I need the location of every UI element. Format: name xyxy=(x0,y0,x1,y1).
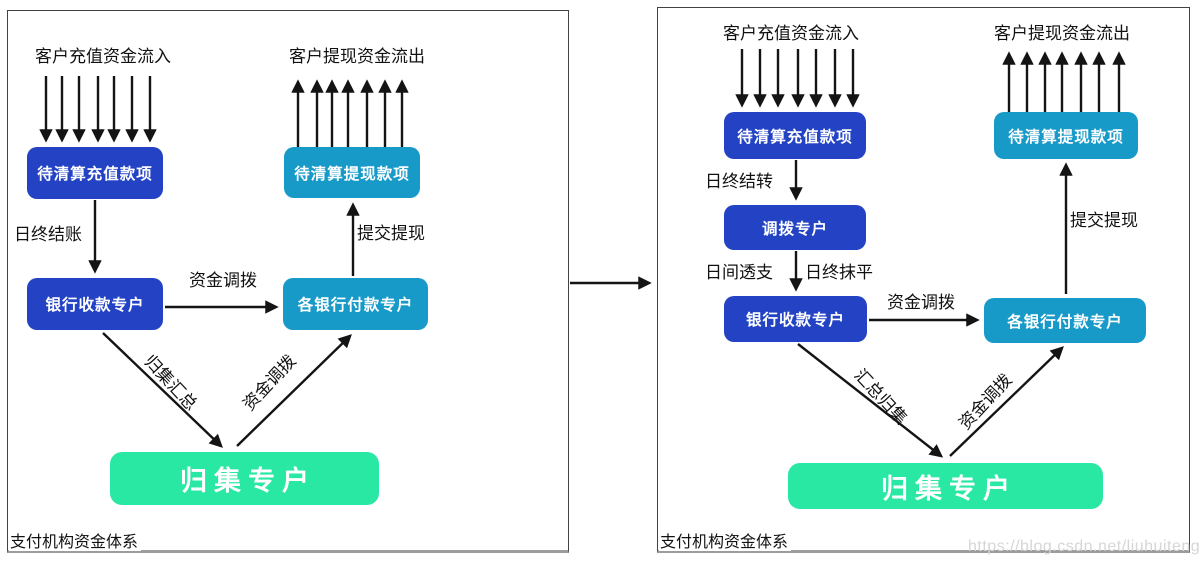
right-day-end-flatten-label: 日终抹平 xyxy=(805,263,873,282)
right-outflow-label: 客户提现资金流出 xyxy=(994,24,1130,43)
left-node-collection: 归集专户 xyxy=(110,452,379,505)
right-submit-withdraw-label: 提交提现 xyxy=(1070,211,1138,230)
left-inflow-label: 客户充值资金流入 xyxy=(35,47,171,66)
right-node-pending-withdraw: 待清算提现款项 xyxy=(994,112,1138,159)
left-submit-withdraw-label: 提交提现 xyxy=(357,224,425,243)
right-panel-caption: 支付机构资金体系 xyxy=(659,534,792,551)
left-panel-caption: 支付机构资金体系 xyxy=(9,534,142,551)
left-panel xyxy=(7,10,569,553)
left-outflow-label: 客户提现资金流出 xyxy=(289,47,425,66)
right-day-end-carryover-label: 日终结转 xyxy=(705,172,773,191)
right-node-bank-collect: 银行收款专户 xyxy=(724,296,867,342)
right-inflow-label: 客户充值资金流入 xyxy=(723,24,859,43)
right-node-pending-recharge: 待清算充值款项 xyxy=(724,112,866,159)
right-fund-transfer-label: 资金调拨 xyxy=(887,293,955,312)
right-intraday-overdraft-label: 日间透支 xyxy=(705,263,773,282)
left-fund-transfer-label: 资金调拨 xyxy=(189,271,257,290)
left-node-pending-withdraw: 待清算提现款项 xyxy=(284,147,420,198)
watermark-url: https://blog.csdn.net/liuhuiteng xyxy=(968,538,1200,555)
left-day-end-settle-label: 日终结账 xyxy=(14,225,82,244)
left-node-bank-collect: 银行收款专户 xyxy=(27,278,163,330)
left-node-bank-pay: 各银行付款专户 xyxy=(283,278,428,330)
right-node-transfer-account: 调拨专户 xyxy=(724,205,866,250)
left-node-pending-recharge: 待清算充值款项 xyxy=(27,147,163,199)
right-node-collection: 归集专户 xyxy=(788,463,1103,509)
right-node-bank-pay: 各银行付款专户 xyxy=(984,298,1146,343)
right-panel xyxy=(657,7,1190,553)
